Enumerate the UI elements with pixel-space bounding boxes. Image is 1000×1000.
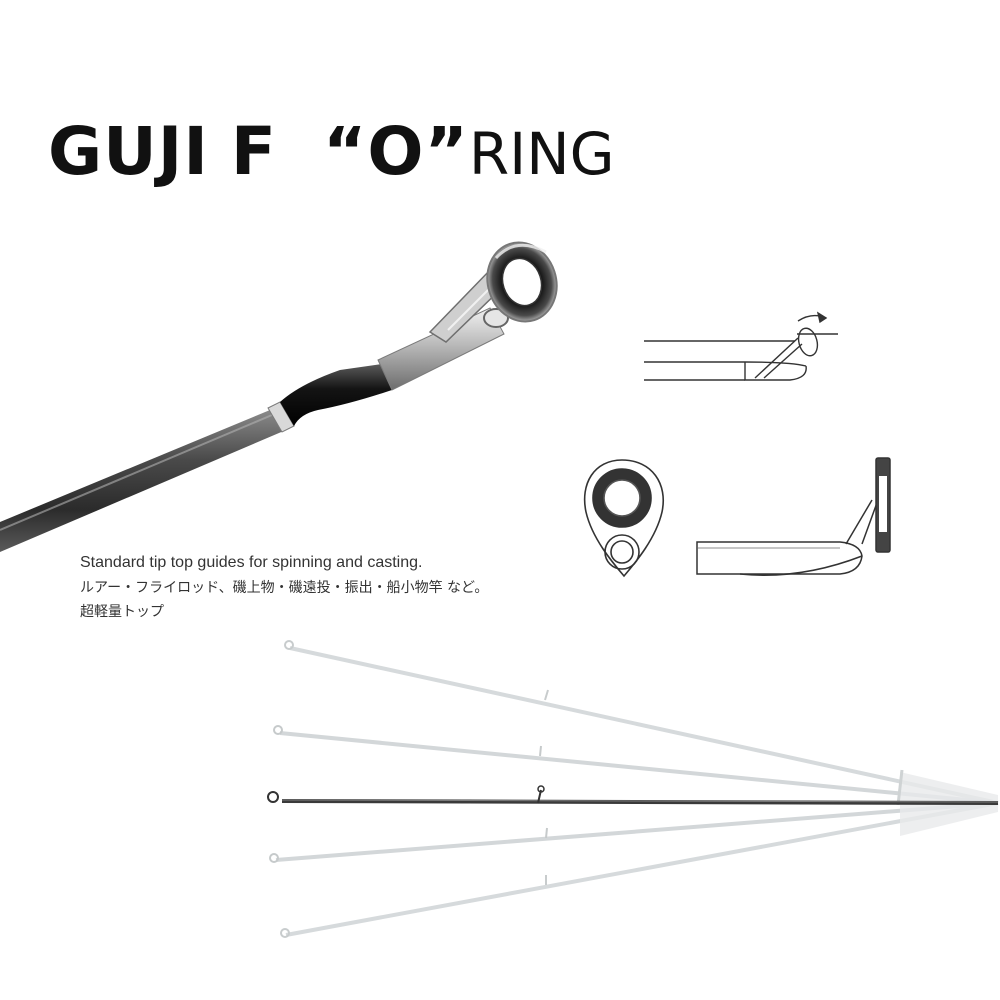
carbon-blank bbox=[0, 410, 286, 552]
flex-illustration bbox=[267, 640, 999, 938]
line-flow-diagram bbox=[644, 311, 838, 381]
thread-wrap bbox=[280, 364, 392, 426]
rod-tip-photo bbox=[0, 241, 558, 552]
description-japanese-sub: 超軽量トップ bbox=[80, 604, 164, 620]
description-english: Standard tip top guides for spinning and… bbox=[80, 554, 423, 571]
main-rod-straight bbox=[267, 785, 999, 805]
faded-rod-upper bbox=[273, 725, 999, 805]
title-model: F bbox=[230, 113, 277, 190]
guide-front-view bbox=[583, 459, 664, 578]
faded-rod-bottom bbox=[280, 801, 999, 938]
title-quote-o: “O” bbox=[322, 113, 469, 190]
blank-highlight bbox=[0, 414, 273, 531]
faded-butt-guide bbox=[896, 769, 904, 806]
description: Standard tip top guides for spinning and… bbox=[80, 550, 488, 624]
o-ring-inner bbox=[501, 257, 543, 307]
faded-rod-lower bbox=[269, 801, 999, 863]
page-title: GUJI F “O”RING bbox=[48, 112, 615, 194]
guide-side-view bbox=[696, 457, 891, 576]
frame-foot-ring bbox=[483, 308, 509, 328]
faded-rod-top bbox=[284, 640, 999, 805]
title-brand: GUJI bbox=[48, 113, 209, 190]
title-ring: RING bbox=[468, 120, 615, 188]
description-japanese: ルアー・フライロッド、磯上物・磯遠投・振出・船小物竿 など。 bbox=[80, 580, 489, 596]
o-ring-highlight bbox=[494, 243, 547, 260]
